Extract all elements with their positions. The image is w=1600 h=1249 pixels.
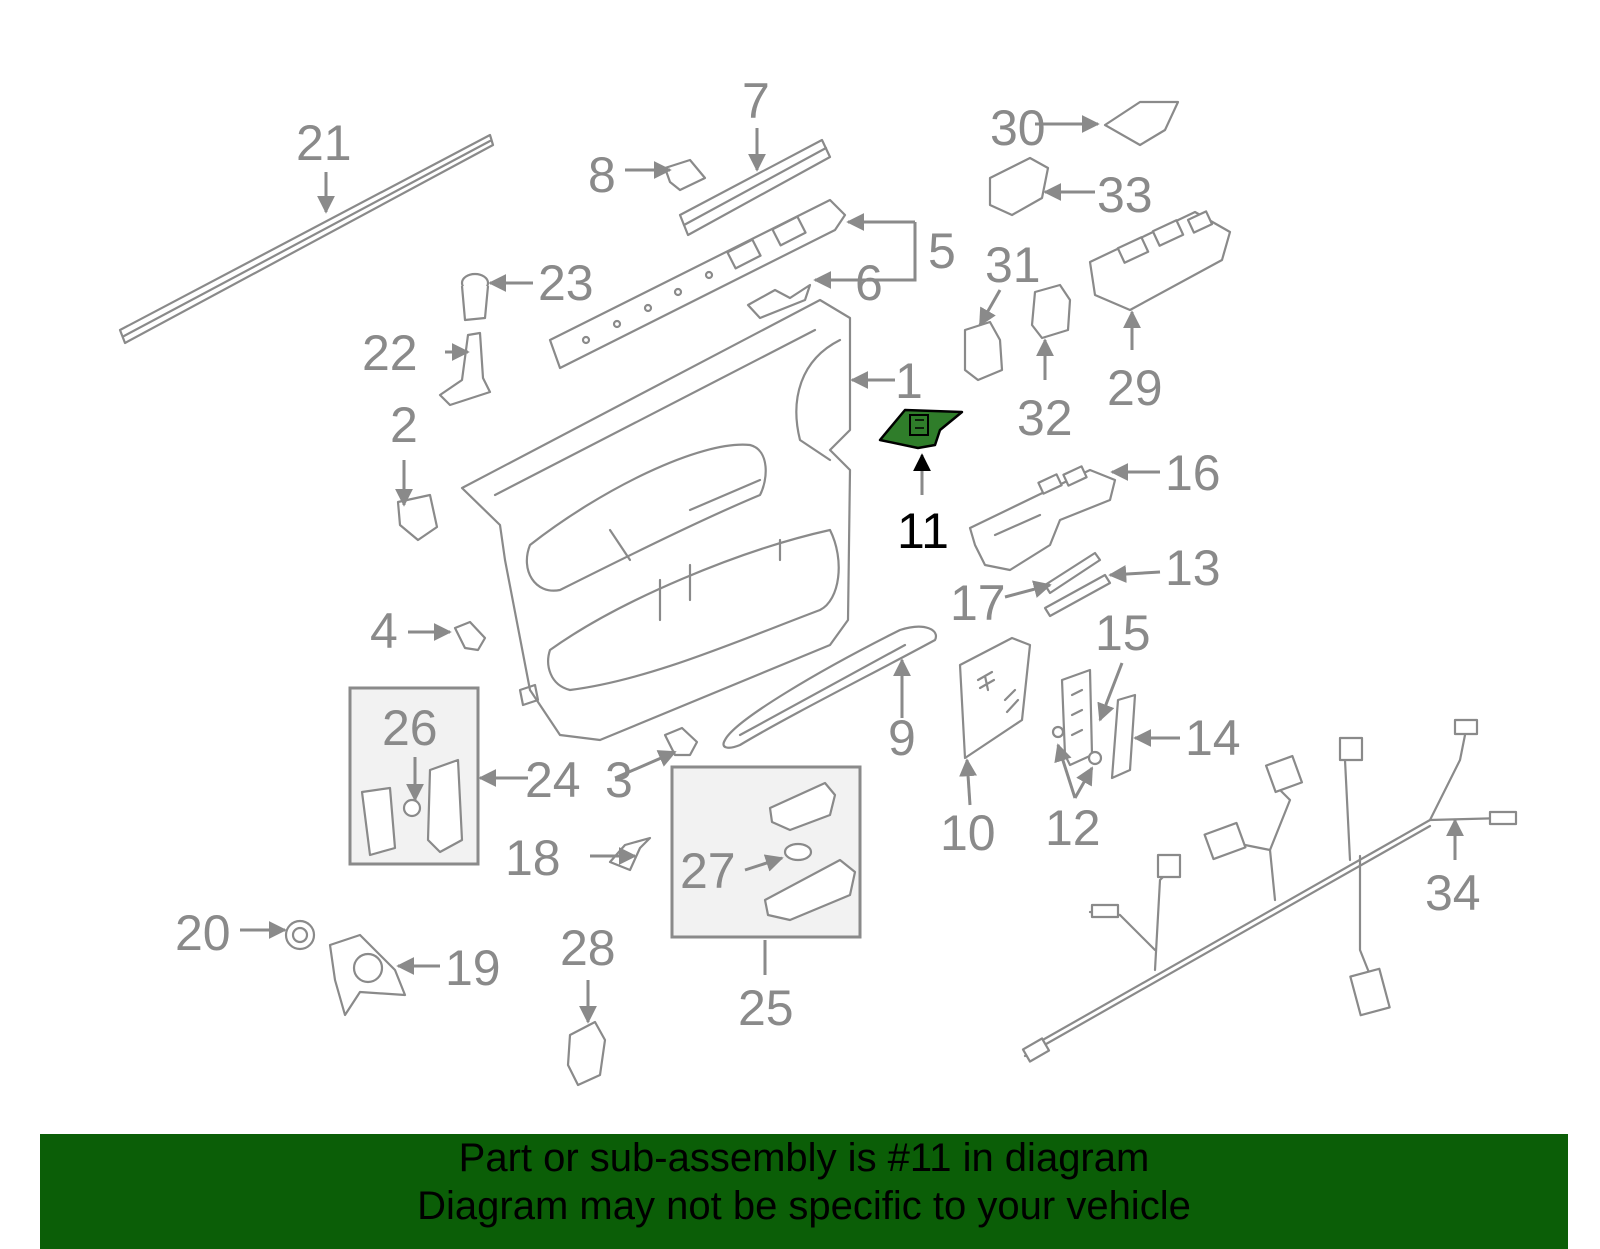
callout-27: 27	[680, 843, 736, 899]
part-29-master-switch	[1088, 210, 1232, 312]
part-10-mirror-cover	[958, 636, 1032, 760]
callout-15: 15	[1095, 605, 1151, 661]
part-15-bracket	[1060, 668, 1094, 767]
callout-24: 24	[525, 752, 581, 808]
callout-32: 32	[1017, 390, 1073, 446]
callout-16: 16	[1165, 445, 1221, 501]
part-32-switch	[1030, 283, 1072, 340]
callout-34: 34	[1425, 865, 1481, 921]
banner-line-2: Diagram may not be specific to your vehi…	[417, 1184, 1191, 1228]
part-33-switch	[988, 156, 1050, 217]
part-6-bracket	[746, 283, 812, 320]
callout-25: 25	[738, 980, 794, 1036]
part-21-belt-molding	[118, 133, 495, 345]
callout-11: 11	[897, 503, 949, 559]
callout-28: 28	[560, 920, 616, 976]
callout-labels: 21 7 8 5 6 23 22 2 1 11 4 16 13 17 15 9 …	[175, 73, 1481, 1036]
callout-17: 17	[950, 575, 1006, 631]
info-banner: Part or sub-assembly is #11 in diagram D…	[40, 1134, 1568, 1249]
callout-1: 1	[895, 353, 923, 409]
callout-12: 12	[1045, 800, 1101, 856]
callout-10: 10	[940, 805, 996, 861]
part-4-plug	[453, 620, 487, 652]
callout-6: 6	[855, 255, 883, 311]
part-23-clip	[460, 272, 490, 322]
callout-20: 20	[175, 905, 231, 961]
part-1-door-trim-panel	[460, 298, 852, 742]
part-11-switch-bezel	[878, 408, 964, 450]
callout-33: 33	[1097, 167, 1153, 223]
part-16-switch-housing	[968, 465, 1117, 572]
part-7-strip	[678, 138, 832, 237]
callout-8: 8	[588, 147, 616, 203]
callout-30: 30	[990, 100, 1046, 156]
part-18-trim	[608, 836, 652, 872]
callout-29: 29	[1107, 360, 1163, 416]
callout-7: 7	[742, 73, 770, 129]
part-20-grommet	[284, 919, 316, 951]
part-31-switch	[963, 320, 1004, 382]
callout-31: 31	[985, 237, 1041, 293]
banner-line-1: Part or sub-assembly is #11 in diagram	[458, 1136, 1150, 1180]
part-34-wiring-harness	[1021, 718, 1518, 1063]
callout-21: 21	[296, 115, 352, 171]
part-5-upper-trim	[548, 198, 847, 370]
part-28-clip	[566, 1020, 607, 1087]
callout-19: 19	[445, 940, 501, 996]
part-9-pull-handle	[722, 625, 938, 749]
part-22-bracket	[438, 331, 492, 407]
callout-23: 23	[538, 255, 594, 311]
box-25-handle-assembly	[670, 765, 862, 939]
callout-14: 14	[1185, 710, 1241, 766]
leader-lines	[240, 115, 1464, 1024]
part-14-trim-bar	[1110, 693, 1137, 780]
part-3-screw	[663, 726, 699, 757]
callout-18: 18	[505, 830, 561, 886]
callout-5: 5	[928, 223, 956, 279]
part-8-clip	[663, 158, 707, 192]
callout-2: 2	[390, 397, 418, 453]
callout-4: 4	[370, 603, 398, 659]
callout-9: 9	[888, 710, 916, 766]
callout-22: 22	[362, 325, 418, 381]
part-19-speaker-cover	[328, 933, 407, 1017]
part-30-switch-cover	[1103, 100, 1180, 147]
callout-3: 3	[605, 752, 633, 808]
part-12-screw-b	[1087, 750, 1103, 766]
part-12-screw-a	[1051, 725, 1065, 739]
callout-13: 13	[1165, 540, 1221, 596]
callout-26: 26	[382, 700, 438, 756]
